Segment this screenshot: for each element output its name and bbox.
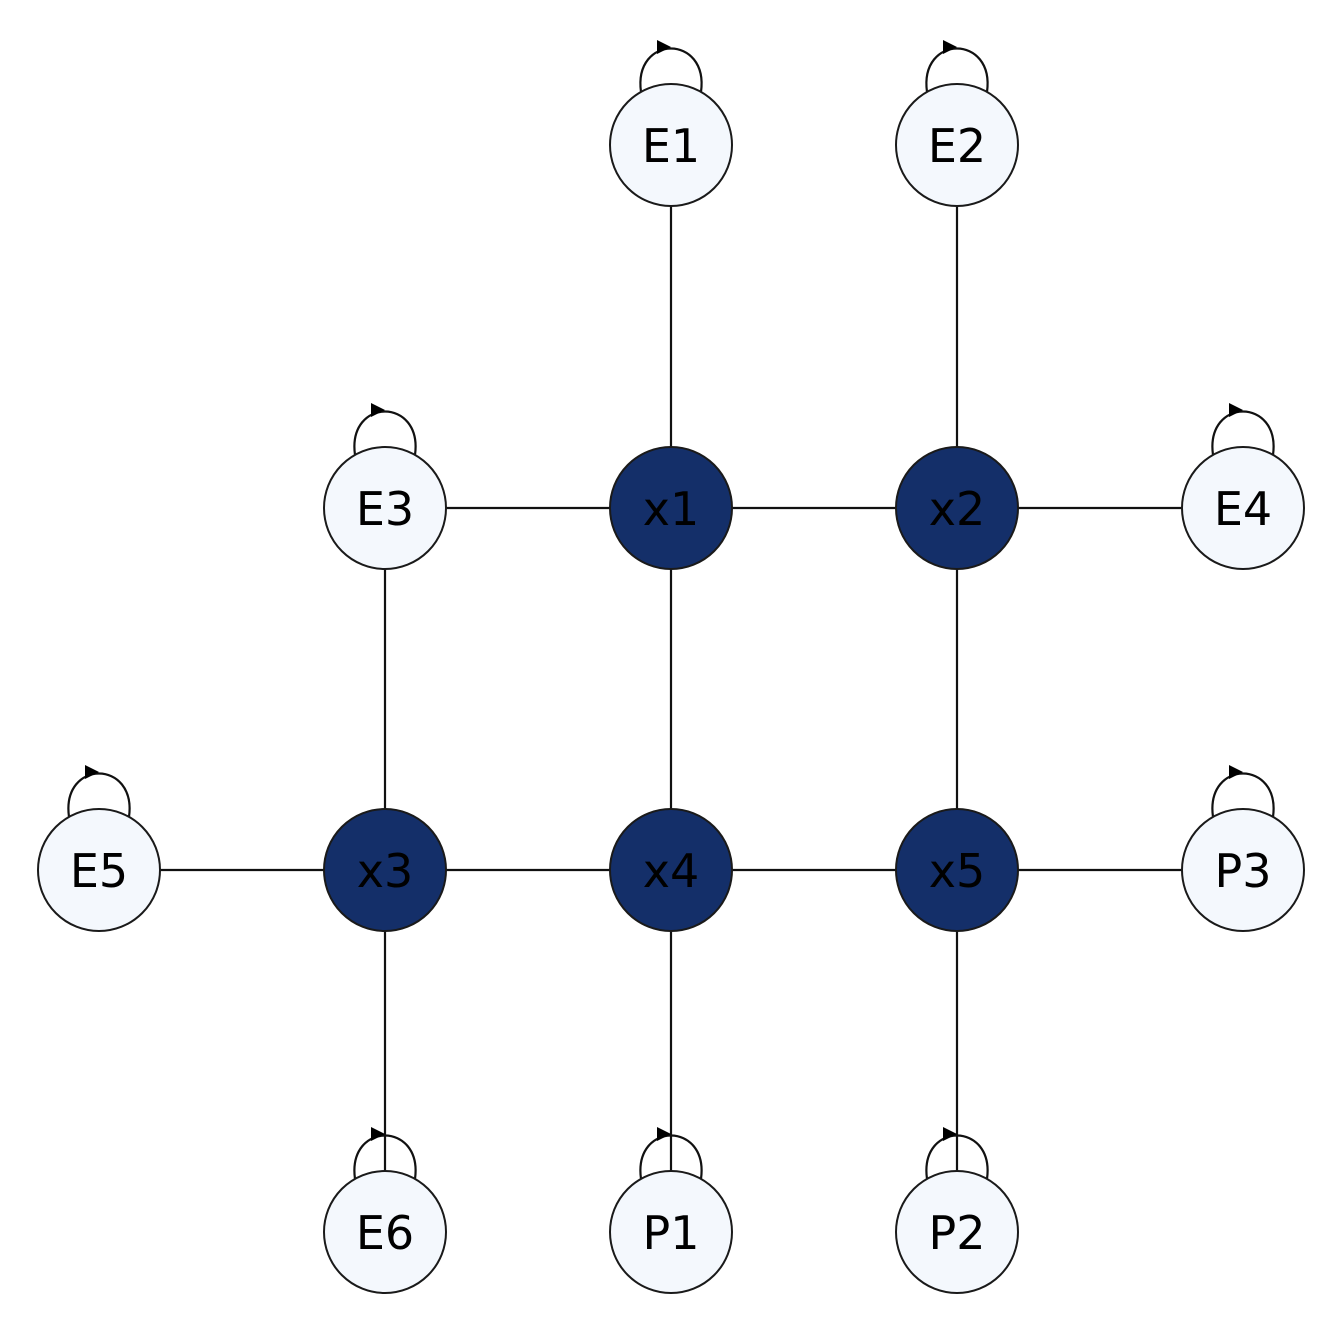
node-circle-p1: [609, 1170, 733, 1294]
node-circle-p2: [895, 1170, 1019, 1294]
node-x5: x5: [895, 808, 1019, 932]
self-loop-arrow-p3: [1229, 765, 1243, 779]
node-circle-p3: [1181, 808, 1305, 932]
node-e2: E2: [895, 83, 1019, 207]
node-p3: P3: [1181, 808, 1305, 932]
node-circle-x3: [323, 808, 447, 932]
node-circle-e6: [323, 1170, 447, 1294]
node-label-x5: x5: [929, 844, 986, 898]
self-loop-e6: [353, 1134, 417, 1180]
self-loop-arrow-p2: [943, 1127, 957, 1141]
self-loop-e5: [67, 772, 131, 818]
self-loop-arrow-e5: [85, 765, 99, 779]
self-loop-p3: [1211, 772, 1275, 818]
node-e4: E4: [1181, 446, 1305, 570]
node-circle-e1: [609, 83, 733, 207]
self-loop-arrow-e3: [371, 403, 385, 417]
node-circle-e2: [895, 83, 1019, 207]
node-e6: E6: [323, 1170, 447, 1294]
node-label-e1: E1: [642, 119, 700, 173]
self-loop-e3: [353, 410, 417, 456]
node-label-x4: x4: [643, 844, 700, 898]
node-circle-x4: [609, 808, 733, 932]
node-label-e4: E4: [1214, 482, 1272, 536]
node-x4: x4: [609, 808, 733, 932]
self-loop-arrow-e4: [1229, 403, 1243, 417]
node-label-x1: x1: [643, 482, 700, 536]
node-x3: x3: [323, 808, 447, 932]
self-loop-e4: [1211, 410, 1275, 456]
node-label-e5: E5: [70, 844, 128, 898]
node-e5: E5: [37, 808, 161, 932]
node-circle-e3: [323, 446, 447, 570]
node-circle-e4: [1181, 446, 1305, 570]
node-label-p2: P2: [928, 1206, 985, 1260]
node-circle-x2: [895, 446, 1019, 570]
node-label-x3: x3: [357, 844, 414, 898]
self-loop-p2: [925, 1134, 989, 1180]
node-x1: x1: [609, 446, 733, 570]
self-loop-arrow-p1: [657, 1127, 671, 1141]
node-e1: E1: [609, 83, 733, 207]
self-loop-arrow-e2: [943, 40, 957, 54]
edges-layer: [99, 145, 1243, 1232]
self-loops-layer: [67, 40, 1275, 1180]
node-circle-e5: [37, 808, 161, 932]
node-label-e6: E6: [356, 1206, 414, 1260]
node-label-e3: E3: [356, 482, 414, 536]
node-label-x2: x2: [929, 482, 986, 536]
node-label-e2: E2: [928, 119, 986, 173]
self-loop-arrow-e1: [657, 40, 671, 54]
self-loop-e1: [639, 47, 703, 93]
node-e3: E3: [323, 446, 447, 570]
node-x2: x2: [895, 446, 1019, 570]
self-loop-e2: [925, 47, 989, 93]
node-label-p1: P1: [642, 1206, 699, 1260]
node-label-p3: P3: [1214, 844, 1271, 898]
node-circle-x5: [895, 808, 1019, 932]
node-p1: P1: [609, 1170, 733, 1294]
self-loop-p1: [639, 1134, 703, 1180]
node-p2: P2: [895, 1170, 1019, 1294]
self-loop-arrow-e6: [371, 1127, 385, 1141]
node-circle-x1: [609, 446, 733, 570]
